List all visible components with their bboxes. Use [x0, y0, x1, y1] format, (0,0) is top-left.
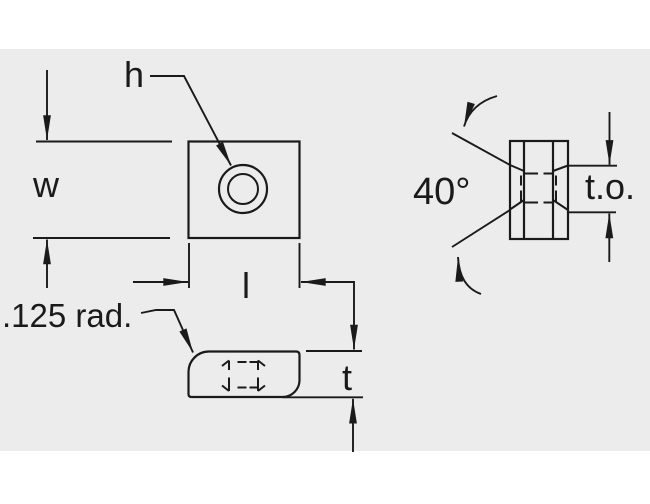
- bottom-view: [187, 350, 301, 399]
- radius-label: .125 rad.: [2, 297, 132, 334]
- hole-label: h: [124, 54, 144, 95]
- width-dimension: w: [32, 70, 172, 288]
- top-view: [187, 140, 301, 240]
- angle-arc-arrow-bottom: [455, 256, 482, 295]
- side-view-taper-edges: [509, 164, 569, 211]
- radius-leader-line: [140, 309, 194, 353]
- hole-thread-circle: [227, 173, 259, 205]
- angle-reference-lines: [451, 132, 511, 248]
- length-dimension: l: [133, 243, 354, 306]
- hole-leader-line: [150, 75, 232, 166]
- thickness-extension-lines: [282, 350, 363, 399]
- tapped-offset-dimension: t.o.: [568, 112, 635, 262]
- radius-callout: .125 rad.: [2, 297, 194, 353]
- length-extension-lines: [188, 243, 301, 288]
- thickness-dimension: t: [282, 281, 363, 452]
- tapped-offset-label: t.o.: [585, 166, 635, 207]
- side-view: [508, 139, 570, 241]
- side-thread-hidden-lines: [520, 172, 557, 204]
- thickness-label: t: [342, 357, 352, 398]
- hole-chamfer-circle: [217, 163, 269, 215]
- hole-callout: h: [124, 54, 232, 166]
- angle-label: 40°: [413, 171, 470, 213]
- drawing-canvas: [0, 49, 650, 451]
- bottom-thread-hidden-lines: [221, 359, 266, 392]
- bottom-view-outline: [187, 350, 301, 399]
- side-view-edge-lines: [522, 141, 555, 239]
- width-extension-lines: [33, 140, 172, 239]
- angle-dimension: 40°: [413, 95, 511, 295]
- top-view-outline: [187, 140, 301, 240]
- angle-arc-arrow-top: [463, 95, 498, 127]
- width-label: w: [32, 164, 60, 205]
- side-view-outline: [508, 139, 570, 241]
- length-label: l: [242, 265, 250, 306]
- tapped-offset-extension-lines: [568, 164, 617, 214]
